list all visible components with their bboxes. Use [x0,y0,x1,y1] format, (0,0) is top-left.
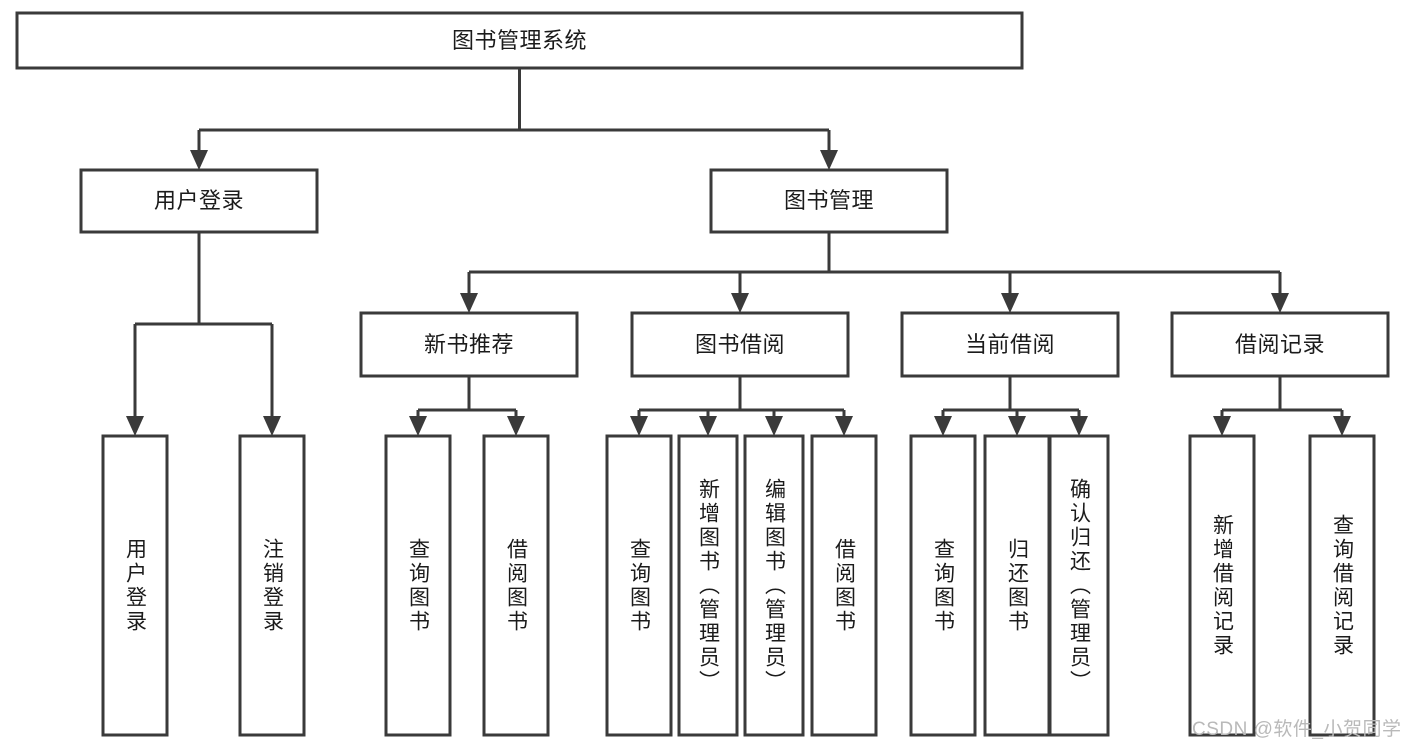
arrow-head-leaf-borrow-book-1 [507,416,525,436]
node-box-leaf-query-book-1[interactable] [384,434,452,737]
node-box-user-login[interactable] [79,168,319,234]
connector-layer [126,68,1351,436]
arrow-head-leaf-user-login [126,416,144,436]
node-box-leaf-add-book[interactable] [677,434,739,737]
csdn-watermark: CSDN @软件_小贺同学 [1192,719,1402,740]
node-box-leaf-add-record[interactable] [1188,434,1256,737]
node-box-borrow-record[interactable] [1170,311,1390,378]
node-box-leaf-query-book-3[interactable] [909,434,977,737]
arrow-head-leaf-query-book-3 [934,416,952,436]
node-box-leaf-logout[interactable] [238,434,306,737]
arrow-head-leaf-add-book [699,416,717,436]
node-box-new-book-rec[interactable] [359,311,579,378]
node-box-leaf-query-record[interactable] [1308,434,1376,737]
node-box-leaf-query-book-2[interactable] [605,434,673,737]
node-box-leaf-confirm-return[interactable] [1048,434,1110,737]
arrow-head-leaf-edit-book [765,416,783,436]
arrow-head-borrow-record [1271,293,1289,313]
arrow-head-leaf-query-record [1333,416,1351,436]
arrow-head-book-borrow [731,293,749,313]
node-box-leaf-borrow-book-1[interactable] [482,434,550,737]
arrow-head-new-book-rec [460,293,478,313]
node-box-leaf-edit-book[interactable] [743,434,805,737]
box-layer [15,11,1390,737]
arrow-head-leaf-add-record [1213,416,1231,436]
arrow-head-leaf-query-book-1 [409,416,427,436]
arrow-head-leaf-logout [263,416,281,436]
arrow-head-leaf-return-book [1008,416,1026,436]
node-box-leaf-return-book[interactable] [983,434,1051,737]
arrow-head-leaf-borrow-book-2 [835,416,853,436]
node-box-root[interactable] [15,11,1024,70]
node-box-leaf-borrow-book-2[interactable] [810,434,878,737]
arrow-head-book-manage [820,150,838,170]
node-box-current-borrow[interactable] [900,311,1120,378]
arrow-head-leaf-query-book-2 [630,416,648,436]
arrow-head-leaf-confirm-return [1070,416,1088,436]
node-box-book-borrow[interactable] [630,311,850,378]
node-box-book-manage[interactable] [709,168,949,234]
node-box-leaf-user-login[interactable] [101,434,169,737]
arrow-head-current-borrow [1001,293,1019,313]
arrow-head-user-login [190,150,208,170]
